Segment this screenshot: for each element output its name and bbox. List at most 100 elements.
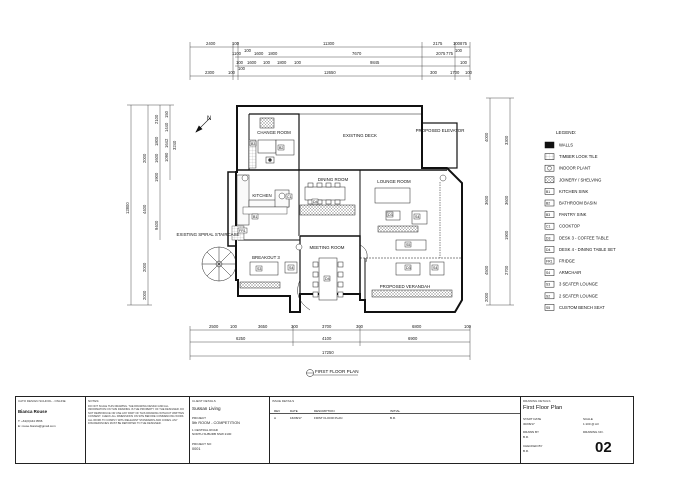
- legend-symbol-13: [544, 292, 555, 300]
- designer-name: Bianca Rouse: [18, 409, 48, 414]
- dim-text: 7670: [352, 51, 362, 56]
- dim-text: 1440: [164, 122, 169, 132]
- designer-column: CATO DESIGN SCHOOL - ONLINE Bianca Rouse…: [16, 397, 86, 463]
- legend-item-label: COOKTOP: [559, 224, 580, 229]
- drawn-by-label: DRAWN BY: [523, 430, 540, 434]
- drawing-no-label: DRAWING NO.: [583, 430, 604, 434]
- dim-text: 100: [464, 324, 472, 329]
- bottom-dimension-chains: [189, 326, 471, 360]
- verandah-furniture: [371, 261, 453, 298]
- client-column: CLIENT DETAILS Sussan Living PROJECT 5th…: [190, 397, 270, 463]
- tag-d4: D4: [325, 277, 330, 281]
- room-label-breakout: BREAKOUT 3: [252, 255, 280, 260]
- legend-item-label: DESK 4 - DINING TABLE SET: [559, 247, 616, 252]
- project-address-1: 1 CENTRAL ROAD: [192, 428, 218, 432]
- floor-plan-drawing: 2400 100 11300 2175 100 875 100 1100 160…: [125, 41, 616, 377]
- tag-s4: S4: [415, 215, 419, 219]
- dim-text: 1642: [164, 138, 169, 148]
- drawing-title: FIRST FLOOR PLAN: [306, 369, 359, 377]
- dim-text: 6800: [412, 324, 422, 329]
- item-tags: B3 B2 B1 C1 FR1 D4 D3 S4 S5 D3 S4 D4 S3 …: [237, 140, 439, 282]
- tag-fr1: FR1: [239, 229, 246, 233]
- legend-item-label: FRIDGE: [559, 259, 575, 264]
- rev-date: 16/08/17: [290, 416, 302, 420]
- legend-symbol-code: B2: [546, 202, 550, 206]
- designer-email: E: rouse.bianca@gmail.com: [18, 424, 56, 428]
- legend-item-label: ARMCHAIR: [559, 270, 581, 275]
- north-label: N: [207, 116, 211, 122]
- drawing-details-label: DRAWING DETAILS: [523, 399, 551, 403]
- legend-item-label: PANTRY SINK: [559, 212, 587, 217]
- dim-text: 100: [460, 60, 468, 65]
- dim-text: 100: [230, 324, 238, 329]
- dim-text: 1100: [232, 51, 242, 56]
- date-header: DATE: [290, 409, 298, 413]
- dim-text: 2500: [209, 324, 219, 329]
- notes-label: NOTES:: [88, 399, 100, 403]
- tag-b2: B2: [279, 146, 283, 150]
- dim-text: 100: [263, 60, 271, 65]
- dim-text: 4400: [142, 204, 147, 214]
- start-date-label: START DATE: [523, 417, 542, 421]
- left-dimension-chains: [127, 104, 174, 306]
- dim-text: 1800: [277, 60, 287, 65]
- legend-symbol-code: S2: [546, 294, 550, 298]
- tag-s3: S3: [257, 267, 261, 271]
- legend-symbol-4: [544, 188, 555, 195]
- legend-item-label: KITCHEN SINK: [559, 189, 589, 194]
- dim-text: 1600: [247, 60, 257, 65]
- legend-symbol-code: D3: [546, 236, 550, 240]
- kitchen-bench: [242, 206, 288, 215]
- dim-text: 875: [460, 41, 468, 46]
- dim-text: 2000: [142, 262, 147, 272]
- dim-text: 2700: [504, 265, 509, 275]
- indoor-plant-symbols: [241, 174, 447, 251]
- issue-label: ISSUE DETAILS: [272, 399, 295, 403]
- legend-item-label: BATHROOM BASIN: [559, 201, 597, 206]
- title-block: CATO DESIGN SCHOOL - ONLINE Bianca Rouse…: [15, 396, 634, 464]
- dim-text: 3600: [484, 195, 489, 205]
- dim-text: 2000: [142, 153, 147, 163]
- room-label-kitchen: KITCHEN: [252, 193, 271, 198]
- dim-text: 2300: [205, 70, 215, 75]
- checked-by-label: CHECKED BY: [523, 444, 543, 448]
- legend-symbol-11: [544, 269, 555, 276]
- legend-symbol-code: B3: [546, 213, 550, 217]
- dim-text: 1600: [154, 153, 159, 163]
- dim-text: 3600: [504, 195, 509, 205]
- legend-item-label: TIMBER LOOK TILE: [559, 154, 598, 159]
- dim-text: 1600: [254, 51, 264, 56]
- dim-text: 2000: [142, 290, 147, 300]
- rev-initial: B.R.: [390, 416, 396, 420]
- legend-symbol-8: [544, 234, 555, 242]
- dim-text: 1090: [164, 152, 169, 162]
- room-label-proposed-elevator: PROPOSED ELEVATOR: [416, 128, 465, 133]
- dim-text: 9845: [370, 60, 380, 65]
- dim-text: 4000: [484, 132, 489, 142]
- dim-text: 100: [455, 48, 463, 53]
- dim-text: 100: [453, 41, 461, 46]
- start-date: 30/08/17: [523, 422, 535, 426]
- dim-text: 1700: [450, 70, 460, 75]
- client-label: CLIENT DETAILS: [192, 399, 216, 403]
- change-room-fixtures: [257, 117, 295, 164]
- drawing-name: First Floor Plan: [523, 405, 563, 411]
- dim-text: 100: [228, 70, 236, 75]
- designer-phone: T: +61(0)444 0566: [18, 419, 43, 423]
- initial-header: INITIAL: [390, 409, 401, 413]
- legend-item-label: 2 SEATER LOUNGE: [559, 293, 598, 298]
- description-header: DESCRIPTION: [314, 409, 335, 413]
- legend-symbol-0: [544, 141, 555, 149]
- tag-c1: C1: [287, 195, 292, 199]
- dim-text: 9400: [154, 220, 159, 230]
- tag-s4: S4: [433, 266, 437, 270]
- room-label-existing-staircase: EXISTING SPIRAL STAIRCASE: [177, 232, 240, 237]
- school-name: CATO DESIGN SCHOOL - ONLINE: [18, 399, 66, 403]
- project-address-2: NORTH SUBURB NSW 2100: [192, 432, 232, 436]
- room-label-change-room: CHANGE ROOM: [257, 130, 291, 135]
- tag-s5: S5: [406, 243, 410, 247]
- tag-d3: D3: [388, 213, 393, 217]
- tile-area: [248, 139, 257, 169]
- dim-text: 6250: [236, 336, 246, 341]
